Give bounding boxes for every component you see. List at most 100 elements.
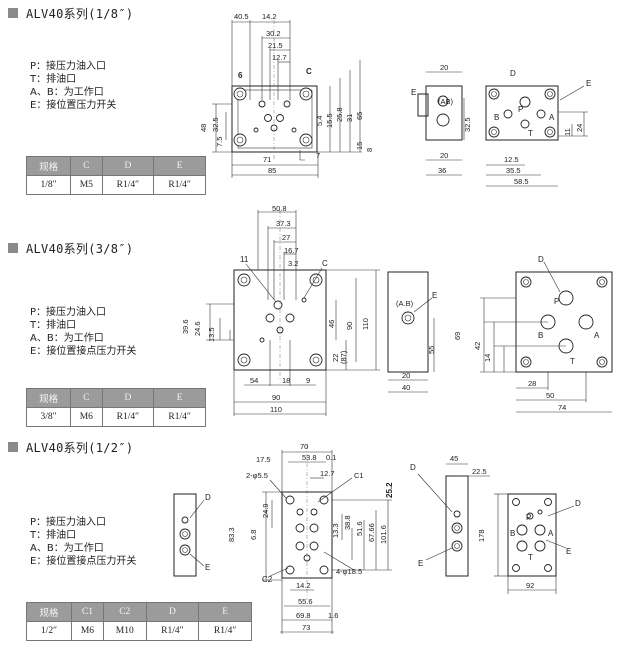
dim-text: 50.8	[272, 204, 287, 213]
part-label: E	[566, 547, 571, 556]
legend-t: T：排油口	[30, 530, 77, 541]
port-label: D	[538, 255, 544, 264]
dim-text: (AB)	[438, 97, 454, 106]
dim-text: 13.3	[331, 523, 340, 538]
table-cell: R1/4″	[145, 621, 200, 641]
dim-text: 20	[402, 371, 410, 380]
section-3-front-view	[262, 445, 392, 634]
dim-text: 11	[563, 128, 572, 136]
dim-text: 39.6	[181, 319, 190, 334]
dim-text: 90	[345, 322, 354, 330]
table-cell: 3/8″	[25, 407, 72, 427]
dim-text: 20	[440, 151, 448, 160]
table-cell: R1/4″	[153, 175, 206, 195]
dim-text: 17.5	[256, 455, 271, 464]
legend-e: E：接位置压力开关	[30, 100, 117, 111]
section-3-legend: P：接压力油入口 T：排油口 A、B：为工作口 E：接位置接点压力开关	[30, 516, 136, 568]
dim-text: 20	[440, 63, 448, 72]
section-1-legend: P：接压力油入口 T：排油口 A、B：为工作口 E：接位置压力开关	[30, 60, 116, 112]
part-label: E	[411, 88, 416, 97]
dim-text: 65	[355, 112, 364, 120]
dim-text: 55	[427, 346, 436, 354]
table-cell: R1/4″	[101, 175, 155, 195]
part-label: E	[205, 563, 210, 572]
dim-text: 71	[263, 155, 271, 164]
part-label: E	[586, 79, 591, 88]
dim-text: 3.2	[288, 259, 298, 268]
part-label: E	[418, 559, 423, 568]
section-3-front-dims: 70 53.8 0.1 12.7 17.5 2-φ5.5 C1 24.9 83.…	[227, 442, 394, 632]
table-cell: R1/4″	[153, 407, 206, 427]
section-1-front-dims: 40.5 14.2 30.2 21.5 12.7 48 32.5 7.5 5.4…	[199, 12, 374, 175]
section-1-port-view: 11 24 12.5 35.5 58.5 D P B A T E	[485, 69, 591, 187]
legend-ab: A、B：为工作口	[30, 87, 104, 98]
dim-text: 22	[331, 354, 340, 362]
table-header: D	[145, 602, 200, 622]
port-label: P	[554, 297, 559, 306]
port-label: T	[570, 357, 575, 366]
port-label: A	[548, 529, 554, 538]
part-label: D	[205, 493, 211, 502]
dim-text: 9	[306, 376, 310, 385]
dim-text: 90	[272, 393, 280, 402]
dim-text: 55.6	[298, 597, 313, 606]
dim-text: 32.5	[463, 117, 472, 132]
part-label: E	[432, 291, 437, 300]
dim-text: 40.5	[234, 12, 249, 21]
table-cell: R1/4″	[101, 407, 155, 427]
spec-table-3: 规格 C1 C2 D E 1/2″ M6 M10 R1/4″ R1/4″	[26, 602, 252, 641]
legend-p: P：接压力油入口	[30, 307, 107, 318]
section-3-side-view: 45 22.5 D E	[410, 454, 490, 577]
spec-table-2: 规格 C D E 3/8″ M6 R1/4″ R1/4″	[25, 388, 206, 427]
dim-text: 38.8	[343, 515, 352, 530]
dim-text: 67.66	[367, 523, 376, 542]
dim-text: 1.6	[328, 611, 338, 620]
dim-text: 15	[355, 142, 364, 150]
dim-text: 45	[450, 454, 458, 463]
dim-text: 85	[268, 166, 276, 175]
table-cell: M5	[70, 175, 103, 195]
section-2-legend: P：接压力油入口 T：排油口 A、B：为工作口 E：接位置接点压力开关	[30, 306, 136, 358]
table-cell: M6	[71, 621, 104, 641]
dim-text: 31	[345, 114, 354, 122]
dim-text: 25.2	[385, 482, 394, 498]
section-3-port-view: 178 92 P B A T D E	[477, 493, 581, 594]
legend-ab: A、B：为工作口	[30, 543, 104, 554]
table-cell: R1/4″	[198, 621, 252, 641]
dim-text: (A.B)	[396, 299, 414, 308]
port-label: A	[594, 331, 600, 340]
dim-text: 12.7	[320, 469, 335, 478]
port-label: P	[518, 105, 523, 114]
dim-text: 15.5	[325, 113, 334, 128]
legend-e: E：接位置接点压力开关	[30, 556, 137, 567]
dim-text: 101.6	[379, 525, 388, 544]
dim-text: 25.8	[335, 107, 344, 122]
dim-text: 4-φ18.5	[336, 567, 362, 576]
dim-text: 110	[361, 318, 370, 330]
dim-text: 7	[316, 151, 320, 160]
dim-text: 92	[526, 581, 534, 590]
part-label: C	[322, 259, 328, 268]
dim-text: 54	[250, 376, 258, 385]
section-3-title: ALV40系列(1/2″)	[26, 441, 134, 455]
legend-t: T：排油口	[30, 74, 77, 85]
legend-p: P：接压力油入口	[30, 517, 107, 528]
section-2-port-view: 69 42 14 28 50 74 D P B A T	[453, 255, 613, 413]
part-label: C	[306, 67, 312, 76]
port-label: B	[538, 331, 543, 340]
dim-text: 0.1	[326, 453, 336, 462]
dim-text: 22.5	[472, 467, 487, 476]
dim-text: 18	[282, 376, 290, 385]
dim-text: 14.2	[296, 581, 311, 590]
section-2-front-dims: 50.8 37.3 27 16.7 3.2 39.6 24.6 13.5 46 …	[181, 204, 370, 414]
dim-text: 69.8	[296, 611, 311, 620]
table-cell: M6	[70, 407, 103, 427]
section-2-side-view: (A.B) 55 20 40 E	[387, 271, 437, 393]
dim-text: 30.2	[266, 29, 281, 38]
table-header: C	[70, 388, 103, 408]
legend-p: P：接压力油入口	[30, 61, 107, 72]
part-label: C2	[262, 575, 273, 584]
part-label: 11	[240, 255, 249, 264]
dim-text: 83.3	[227, 527, 236, 542]
